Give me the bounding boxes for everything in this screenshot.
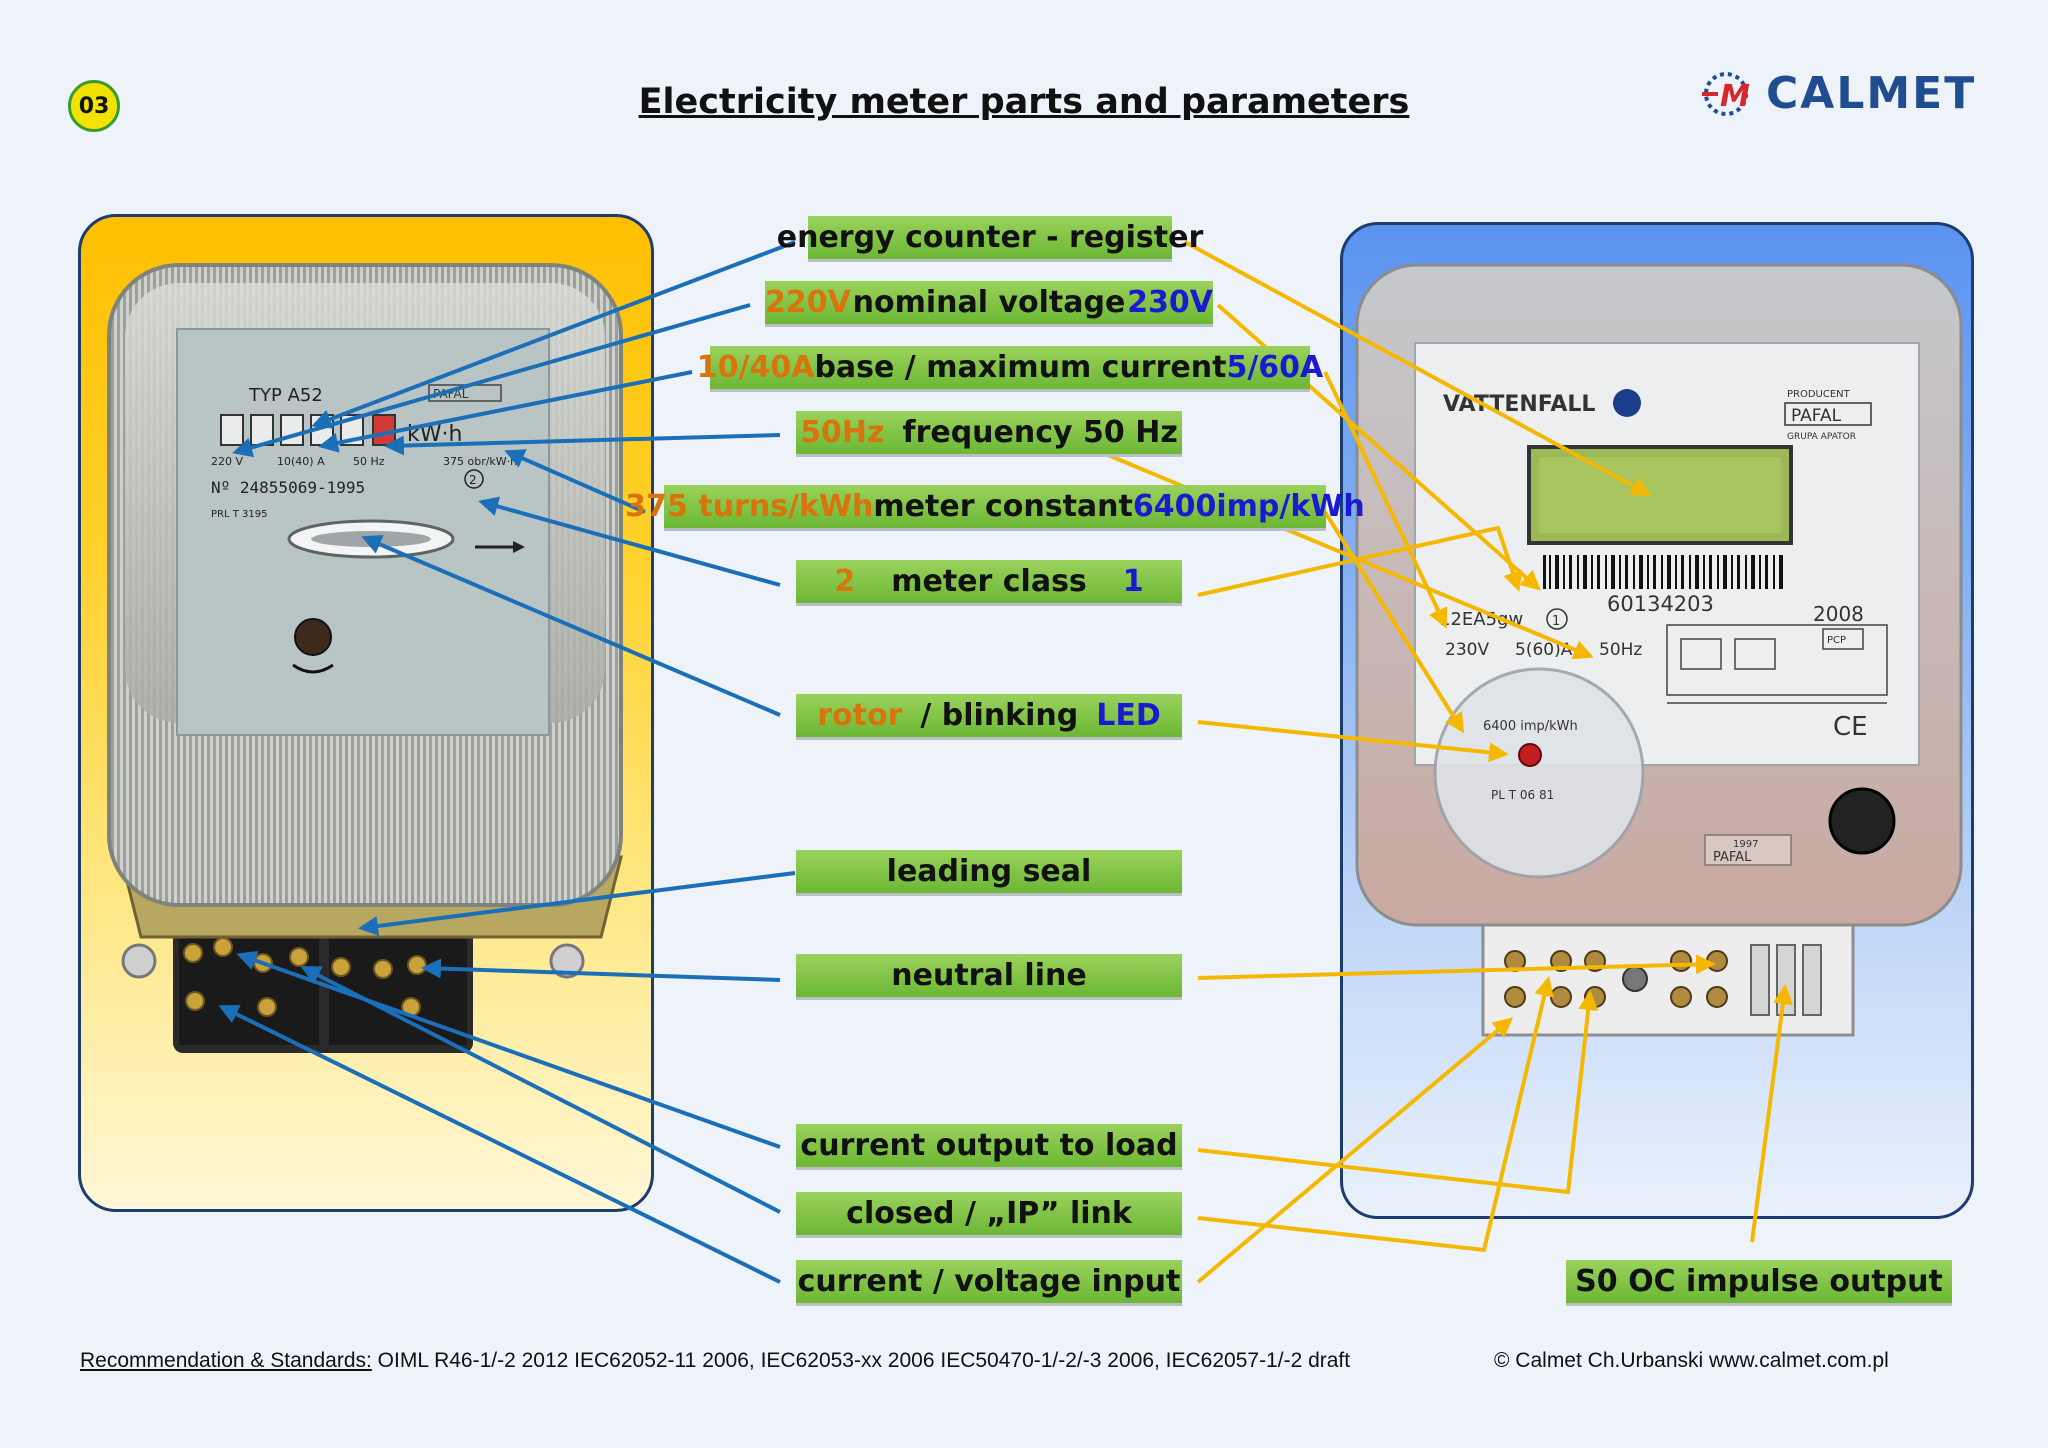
new-producer-caption: PRODUCENT bbox=[1787, 389, 1851, 400]
new-year: 2008 bbox=[1813, 602, 1864, 626]
old-approval-label: PRL T 3195 bbox=[211, 509, 267, 520]
old-constant-label: 375 obr/kW·h bbox=[443, 455, 517, 468]
new-model: 12EA5gw bbox=[1439, 609, 1523, 630]
old-serial-label: Nº 24855069-1995 bbox=[211, 478, 365, 497]
new-class-value: 1 bbox=[1122, 564, 1144, 599]
label-frequency: 50Hz frequency 50 Hz bbox=[796, 411, 1182, 457]
label-rotor-blinking-led: rotor / blinking LED bbox=[796, 694, 1182, 740]
new-brand: VATTENFALL bbox=[1443, 392, 1595, 417]
new-voltage: 230V bbox=[1445, 640, 1489, 660]
label-meter-constant: 375 turns/kWh meter constant 6400imp/kWh bbox=[625, 485, 1365, 531]
new-meter-panel: VATTENFALL PRODUCENT PAFAL GRUPA APATOR … bbox=[1340, 222, 1974, 1219]
logo-text: CALMET bbox=[1766, 68, 1977, 119]
label-current-output-to-load: current output to load bbox=[796, 1124, 1182, 1170]
copyright-footer: © Calmet Ch.Urbanski www.calmet.com.pl bbox=[1494, 1349, 1889, 1372]
new-meter-illustration: VATTENFALL PRODUCENT PAFAL GRUPA APATOR … bbox=[1355, 263, 1963, 1037]
new-constant-value: 6400imp/kWh bbox=[1132, 489, 1365, 524]
old-voltage-label: 220 V bbox=[211, 455, 243, 468]
standards-text: OIML R46-1/-2 2012 IEC62052-11 2006, IEC… bbox=[377, 1349, 1351, 1372]
old-meter-illustration: TYP A52 kW·h PAFAL 220 V 10(40) A 50 Hz … bbox=[107, 263, 623, 1053]
label-s0-oc-impulse-output: S0 OC impulse output bbox=[1566, 1260, 1952, 1306]
old-frequency-label: 50 Hz bbox=[353, 455, 385, 468]
new-seal-year: 1997 bbox=[1733, 839, 1758, 850]
old-current-label: 10(40) A bbox=[277, 455, 325, 468]
new-seal-brand: PAFAL bbox=[1713, 850, 1752, 865]
label-neutral-line: neutral line bbox=[796, 954, 1182, 1000]
label-leading-seal: leading seal bbox=[796, 850, 1182, 896]
new-producer-group: GRUPA APATOR bbox=[1787, 432, 1856, 442]
old-class-label: 2 bbox=[469, 473, 477, 487]
new-current: 5(60)A bbox=[1515, 640, 1573, 660]
calmet-logo: M CALMET bbox=[1700, 64, 1974, 124]
rotor-text: rotor bbox=[817, 698, 903, 733]
old-unit-label: kW·h bbox=[407, 422, 462, 447]
new-class-label: 1 bbox=[1552, 614, 1560, 629]
new-constant: 6400 imp/kWh bbox=[1483, 719, 1578, 734]
new-led-window bbox=[1433, 667, 1645, 879]
new-wiring-diagram bbox=[1666, 624, 1888, 704]
old-meter-panel: TYP A52 kW·h PAFAL 220 V 10(40) A 50 Hz … bbox=[78, 214, 654, 1212]
old-adjust-knob bbox=[294, 618, 332, 656]
label-closed-ip-link: closed / „IP” link bbox=[796, 1192, 1182, 1238]
calmet-logo-icon: M bbox=[1702, 72, 1750, 116]
old-current-value: 10/40A bbox=[696, 350, 815, 385]
label-base-maximum-current: 10/40A base / maximum current 5/60A bbox=[697, 346, 1323, 392]
label-meter-class: 2 meter class 1 bbox=[796, 560, 1182, 606]
new-current-value: 5/60A bbox=[1226, 350, 1324, 385]
new-serial-number: 60134203 bbox=[1607, 592, 1714, 616]
new-barcode bbox=[1543, 555, 1783, 589]
logo-mark-letter: M bbox=[1720, 79, 1750, 114]
new-led-icon bbox=[1518, 743, 1542, 767]
standards-footer: Recommendation & Standards: OIML R46-1/-… bbox=[80, 1349, 1350, 1373]
new-reset-button-icon bbox=[1828, 787, 1896, 855]
page-title: Electricity meter parts and parameters bbox=[638, 82, 1410, 122]
old-constant-value: 375 turns/kWh bbox=[625, 489, 874, 524]
new-producer-brand: PAFAL bbox=[1791, 406, 1842, 426]
new-pcp-label: PCP bbox=[1827, 635, 1846, 646]
old-frequency-value: 50Hz bbox=[800, 415, 885, 450]
label-current-voltage-input: current / voltage input bbox=[796, 1260, 1182, 1306]
old-brand-label: PAFAL bbox=[433, 387, 469, 401]
new-nominal-voltage-value: 230V bbox=[1127, 285, 1213, 320]
page-number-badge: 03 bbox=[68, 80, 120, 132]
old-nominal-voltage-value: 220V bbox=[765, 285, 851, 320]
old-class-value: 2 bbox=[834, 564, 856, 599]
new-frequency: 50Hz bbox=[1599, 640, 1642, 660]
led-text: LED bbox=[1096, 698, 1161, 733]
svg-text:CE: CE bbox=[1833, 712, 1868, 742]
new-terminal-block bbox=[1481, 923, 1855, 1037]
new-approval: PL T 06 81 bbox=[1491, 788, 1554, 802]
standards-label: Recommendation & Standards: bbox=[80, 1349, 372, 1372]
old-type-label: TYP A52 bbox=[248, 385, 323, 406]
label-nominal-voltage: 220V nominal voltage 230V bbox=[765, 281, 1213, 327]
label-energy-counter-register: energy counter - register bbox=[777, 216, 1203, 262]
